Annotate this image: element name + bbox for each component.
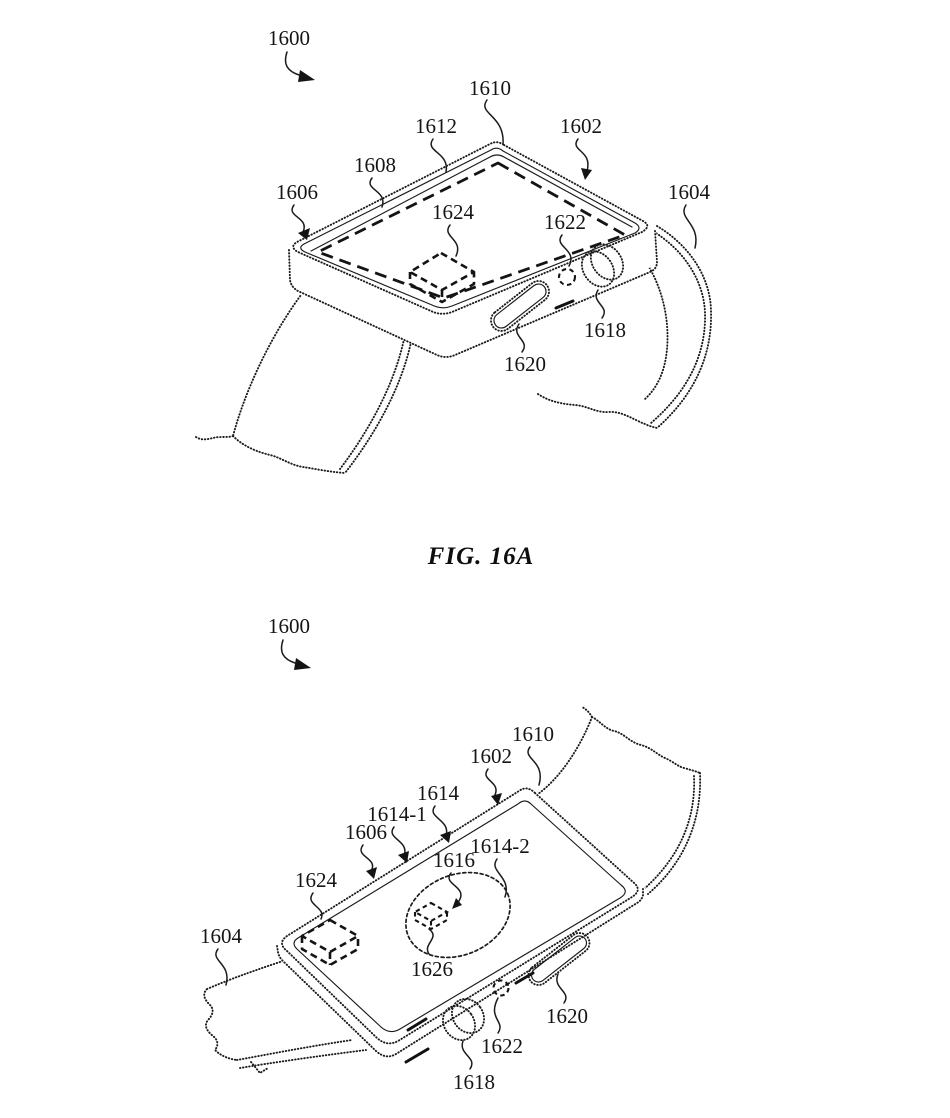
ref-1612-leader xyxy=(430,138,447,173)
ref-1624-leader xyxy=(447,224,459,257)
ref-1614-label: 1614 xyxy=(417,781,460,805)
ref-1610-label-b: 1610 xyxy=(512,722,554,746)
ref-1604-leader xyxy=(683,204,697,249)
ref-1608-label: 1608 xyxy=(354,153,396,177)
side-button-inner xyxy=(493,283,547,329)
ref-1610-label: 1610 xyxy=(469,76,511,100)
ref-1606-leader xyxy=(291,204,305,233)
ref-1600-arrowhead xyxy=(298,70,315,82)
side-button-1620-b xyxy=(527,932,591,986)
ref-1602-leader xyxy=(575,138,589,172)
sensor-window-1626 xyxy=(412,901,450,931)
ref-1612-label: 1612 xyxy=(415,114,457,138)
ref-1614-2-label: 1614-2 xyxy=(470,834,530,858)
ref-1600-label-b: 1600 xyxy=(268,614,310,638)
ref-1618-leader-b xyxy=(461,1040,473,1070)
side-button-outer-b xyxy=(527,932,591,986)
ref-1622-label: 1622 xyxy=(544,210,586,234)
ref-1614-1-leader xyxy=(391,826,406,857)
ref-1620-leader-b xyxy=(556,973,567,1004)
ref-1622-leader-b xyxy=(493,997,501,1034)
ref-1604-leader-b xyxy=(215,948,228,986)
lower-band-outline xyxy=(203,960,367,1074)
ref-1614-2-leader xyxy=(494,858,508,898)
ref-1610-leader-b xyxy=(527,746,541,786)
ref-1608-leader xyxy=(369,177,384,208)
port-1622-b xyxy=(492,979,510,997)
ref-1614-1-label: 1614-1 xyxy=(367,802,427,826)
upper-band-outline xyxy=(537,706,702,895)
ref-1616-arrowhead xyxy=(452,898,462,909)
ref-1604-label-b: 1604 xyxy=(200,924,243,948)
display-dashed-outline xyxy=(316,161,627,300)
case-side-wall xyxy=(288,230,658,358)
sensor-ellipse-1616 xyxy=(405,871,511,959)
ref-1626-label: 1626 xyxy=(411,957,453,981)
ref-1600-arrow-b xyxy=(280,639,296,664)
ref-1606-label: 1606 xyxy=(276,180,318,204)
side-button-inner-b xyxy=(530,935,588,983)
ref-1614-leader xyxy=(432,805,448,837)
ref-1614-arrowhead xyxy=(440,831,451,843)
glass-layer-line-2 xyxy=(310,154,633,252)
side-button-outer xyxy=(490,280,550,332)
ref-1602-label: 1602 xyxy=(560,114,602,138)
ref-1624-label: 1624 xyxy=(432,200,475,224)
ref-1606-leader-b xyxy=(360,844,374,872)
ref-1606-label-b: 1606 xyxy=(345,820,387,844)
ref-1602-arrowhead-b xyxy=(491,793,502,805)
back-cover-outline xyxy=(281,787,639,1045)
shading-tick xyxy=(554,299,575,310)
ref-1622-leader xyxy=(559,234,572,267)
ref-1610-leader xyxy=(484,99,504,145)
ref-1620-label: 1620 xyxy=(504,352,546,376)
ref-1616-label: 1616 xyxy=(433,848,475,872)
ref-1626-leader xyxy=(426,928,434,955)
ref-1606-arrowhead xyxy=(298,228,310,240)
ref-1600-arrow xyxy=(284,51,300,76)
glass-layer-line-1 xyxy=(300,147,640,309)
ref-1622-label-b: 1622 xyxy=(481,1034,523,1058)
crown-1618-back xyxy=(580,250,616,288)
crown-1618-back-b xyxy=(442,1004,476,1042)
ref-1624-label-b: 1624 xyxy=(295,868,338,892)
port-1622 xyxy=(557,267,577,287)
crown-1618-front xyxy=(589,243,625,281)
component-box-1624-b xyxy=(300,918,360,967)
crown-1618-front-b xyxy=(451,997,485,1035)
ref-1618-label-b: 1618 xyxy=(453,1070,495,1094)
ref-1600-label: 1600 xyxy=(268,26,310,50)
figure-16b: 1600 1610 1602 1614 1614-1 1606 1614-2 1… xyxy=(200,614,702,1094)
case-side-wall-b xyxy=(276,888,644,1058)
ref-1616-leader xyxy=(448,872,462,902)
ref-1602-label-b: 1602 xyxy=(470,744,512,768)
right-band-outline xyxy=(537,225,712,429)
component-box-1624 xyxy=(408,251,476,304)
ref-1604-label: 1604 xyxy=(668,180,711,204)
case-outline xyxy=(292,141,649,315)
back-cover-inner-line xyxy=(293,800,626,1033)
ref-1620-leader xyxy=(516,323,525,353)
ref-1600-arrowhead-b xyxy=(294,658,311,670)
side-button-1620 xyxy=(490,280,550,332)
ref-1618-label: 1618 xyxy=(584,318,626,342)
ref-1624-leader-b xyxy=(310,892,323,920)
ref-1620-label-b: 1620 xyxy=(546,1004,588,1028)
ref-1614-1-arrowhead xyxy=(398,851,409,863)
figure-16a: 1600 1610 1612 1602 1608 1606 1604 1624 … xyxy=(195,26,712,570)
shading-ticks-b xyxy=(404,971,535,1064)
ref-1602-leader-b xyxy=(485,768,497,798)
ref-1602-arrowhead xyxy=(581,168,592,180)
case-silhouette-b xyxy=(275,784,648,1064)
ref-1618-leader xyxy=(595,289,605,319)
ref-1606-arrowhead-b xyxy=(366,867,377,879)
figure-caption: FIG. 16A xyxy=(427,543,535,570)
